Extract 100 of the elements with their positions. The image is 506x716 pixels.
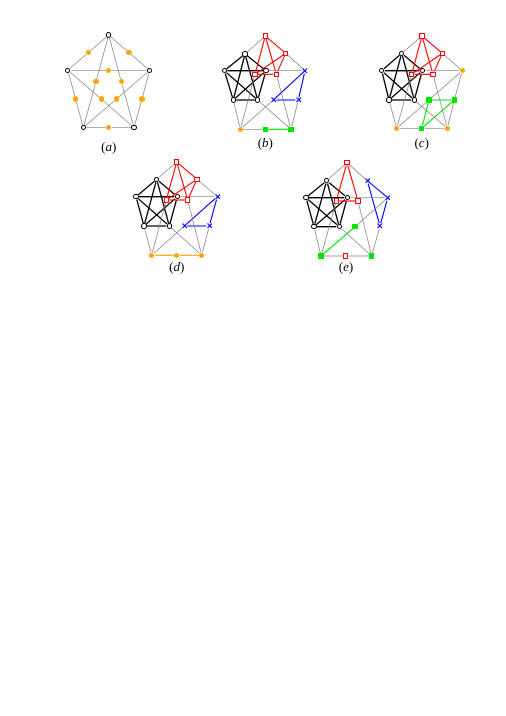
graph-edge bbox=[276, 76, 291, 127]
graph-edge bbox=[341, 228, 370, 254]
graph-edge bbox=[339, 200, 355, 202]
filled-vertex bbox=[98, 96, 104, 102]
graph-edge bbox=[187, 225, 206, 227]
graph-edge bbox=[240, 76, 255, 127]
graph-edge bbox=[198, 180, 216, 196]
graph-edge bbox=[414, 54, 440, 74]
graph-edge bbox=[139, 196, 174, 198]
filled-vertex bbox=[126, 50, 132, 56]
graph-edge bbox=[242, 102, 272, 128]
graph-edge bbox=[110, 36, 128, 52]
graph-edge bbox=[276, 99, 296, 101]
graph-edge bbox=[424, 128, 445, 129]
open-vertex bbox=[166, 223, 172, 229]
graph-edge bbox=[392, 99, 412, 101]
graph-edge bbox=[372, 228, 380, 254]
graph-edge bbox=[308, 182, 325, 196]
open-vertex bbox=[324, 178, 330, 184]
graph-edge bbox=[236, 99, 255, 101]
filled-vertex bbox=[174, 252, 180, 258]
open-vertex bbox=[398, 50, 404, 56]
graph-edge bbox=[291, 102, 298, 127]
graph-edge bbox=[317, 226, 336, 228]
open-vertex bbox=[311, 224, 317, 230]
graph-edge bbox=[134, 102, 142, 126]
graph-edge bbox=[111, 70, 148, 71]
graph-edge bbox=[380, 200, 388, 224]
graph-edge bbox=[328, 164, 346, 180]
graph-edge bbox=[424, 70, 460, 72]
open-vertex bbox=[386, 97, 392, 103]
graph-edge bbox=[144, 228, 152, 253]
graph-edge bbox=[398, 102, 428, 127]
filled-vertex bbox=[198, 252, 204, 258]
graph-edge bbox=[136, 199, 144, 224]
graph-edge bbox=[168, 180, 195, 199]
graph-edge bbox=[147, 225, 166, 227]
graph-edge bbox=[414, 73, 422, 98]
graph-edge bbox=[202, 228, 209, 253]
graph-edge bbox=[275, 72, 304, 98]
graph-edge bbox=[402, 56, 414, 98]
cross-vertex bbox=[364, 178, 370, 184]
graph-edge bbox=[389, 56, 402, 98]
graph-edge bbox=[369, 182, 386, 196]
cross-vertex bbox=[296, 97, 302, 103]
graph-edge bbox=[399, 128, 420, 129]
square-vertex bbox=[344, 160, 350, 166]
graph-edge bbox=[154, 228, 182, 254]
graph-edge bbox=[255, 38, 266, 72]
filled-vertex bbox=[444, 126, 450, 132]
filled-vertex bbox=[118, 78, 124, 84]
square-vertex bbox=[430, 72, 436, 78]
graph-edge bbox=[416, 102, 446, 127]
graph-edge bbox=[412, 38, 422, 72]
square-vertex bbox=[262, 33, 268, 39]
graph-edge bbox=[424, 38, 440, 52]
open-vertex bbox=[131, 124, 137, 130]
filled-vertex bbox=[106, 68, 112, 74]
graph-edge bbox=[103, 100, 132, 126]
graph-edge bbox=[434, 56, 442, 72]
square-vertex bbox=[355, 198, 361, 204]
square-vertex bbox=[252, 72, 258, 78]
graph-edge bbox=[277, 56, 285, 72]
square-vertex bbox=[342, 253, 348, 259]
open-vertex bbox=[412, 97, 418, 103]
graph-edge bbox=[233, 56, 245, 98]
graph-edge bbox=[433, 76, 447, 126]
filled-square-vertex bbox=[418, 126, 424, 132]
graph-edge bbox=[70, 72, 100, 98]
graph-edge bbox=[347, 165, 358, 198]
graph-edge bbox=[144, 182, 157, 224]
filled-square-vertex bbox=[352, 224, 358, 230]
graph-edge bbox=[186, 198, 216, 224]
graph-edge bbox=[414, 74, 430, 75]
filled-square-vertex bbox=[426, 97, 432, 103]
square-vertex bbox=[164, 197, 170, 203]
cross-vertex bbox=[270, 97, 276, 103]
graph-edge bbox=[382, 73, 389, 98]
open-vertex bbox=[420, 68, 426, 74]
filled-vertex bbox=[86, 50, 92, 56]
graph-edge bbox=[224, 73, 234, 98]
filled-square-vertex bbox=[318, 253, 324, 259]
graph-edge bbox=[454, 73, 462, 98]
graph-edge bbox=[85, 100, 114, 126]
filled-vertex bbox=[394, 126, 400, 132]
graph-edge bbox=[242, 128, 263, 130]
graph-edge bbox=[76, 102, 83, 126]
graph-edge bbox=[348, 164, 366, 180]
square-vertex bbox=[408, 72, 414, 78]
open-vertex bbox=[141, 223, 147, 229]
cross-vertex bbox=[214, 194, 220, 200]
filled-vertex bbox=[139, 96, 145, 102]
square-vertex bbox=[334, 198, 340, 204]
graph-edge bbox=[158, 164, 175, 178]
graph-edge bbox=[430, 72, 460, 98]
open-vertex bbox=[133, 194, 139, 200]
graph-edge bbox=[384, 70, 420, 72]
filled-vertex bbox=[93, 78, 99, 84]
graph-edge bbox=[130, 54, 148, 69]
graph-edge bbox=[118, 72, 148, 98]
